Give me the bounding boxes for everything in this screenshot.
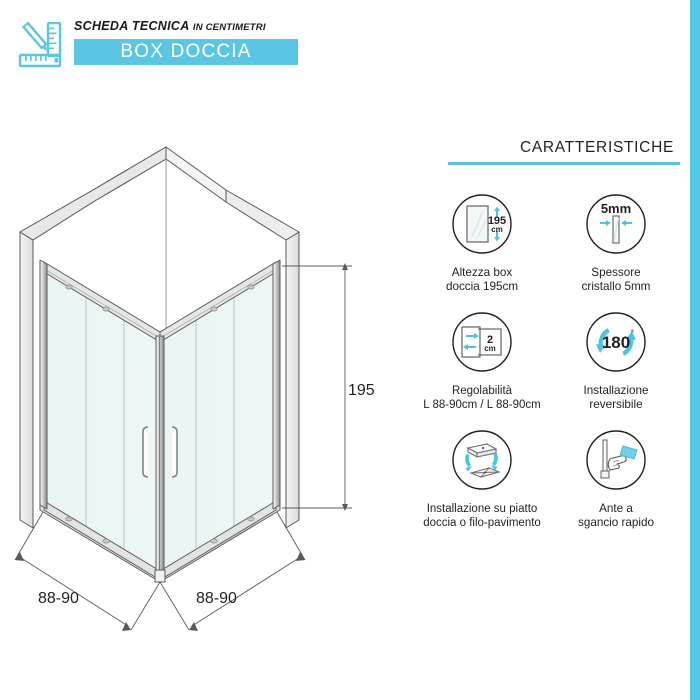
header-title-main: SCHEDA TECNICA [74,19,190,33]
header: SCHEDA TECNICA IN CENTIMETRI BOX DOCCIA [18,18,318,76]
features-grid: 195 cm Altezza box doccia 195cm 5mm [418,187,680,531]
feature-label: Altezza box doccia 195cm [445,265,519,294]
header-texts: SCHEDA TECNICA IN CENTIMETRI BOX DOCCIA [74,18,324,65]
svg-text:cm: cm [484,344,496,353]
svg-text:cm: cm [491,225,503,234]
feature-label: Ante a sgancio rapido [577,501,655,530]
dimension-width-left-label: 88-90 [38,590,79,607]
quick-release-door-icon [579,423,653,497]
glass-thickness-icon: 5mm [579,187,653,261]
product-name-badge: BOX DOCCIA [74,39,298,65]
header-title-row: SCHEDA TECNICA IN CENTIMETRI [74,18,324,36]
feature-spessore-cristallo: 5mm Spessore cristallo 5mm [552,187,680,295]
feature-altezza-box: 195 cm Altezza box doccia 195cm [418,187,546,295]
dimension-height-label: 195 [348,382,375,399]
svg-text:5mm: 5mm [601,201,631,216]
features-title: CARATTERISTICHE [519,139,674,156]
glass-panel-height-icon: 195 cm [445,187,519,261]
svg-text:180: 180 [602,333,630,352]
feature-label: Installazione su piatto doccia o filo-pa… [423,502,541,530]
header-title-sub: IN CENTIMETRI [192,22,266,33]
feature-ante-sgancio-rapido: Ante a sgancio rapido [552,423,680,531]
feature-label: Spessore cristallo 5mm [581,265,651,294]
technical-drawing: 195 88-90 88-90 [0,120,400,650]
accent-edge-bar [690,0,700,700]
shower-tray-install-icon [445,423,519,497]
dimension-width-right-label: 88-90 [196,590,237,607]
feature-regolabilita: 2 cm Regolabilità L 88-90cm / L 88-90cm [418,305,546,413]
svg-text:195: 195 [488,215,506,227]
features-panel: CARATTERISTICHE 195 cm [418,138,680,531]
svg-text:°: ° [631,329,634,337]
feature-installazione-reversibile: 180 ° Installazione reversibile [552,305,680,413]
svg-text:2: 2 [487,334,493,346]
features-title-underline [448,162,680,165]
feature-installazione-piatto: Installazione su piatto doccia o filo-pa… [418,423,546,531]
pencil-ruler-icon [18,21,64,68]
adjustability-icon: 2 cm [445,305,519,379]
reversible-180-icon: 180 ° [579,305,653,379]
feature-label: Regolabilità L 88-90cm / L 88-90cm [423,384,541,412]
feature-label: Installazione reversibile [583,383,649,412]
